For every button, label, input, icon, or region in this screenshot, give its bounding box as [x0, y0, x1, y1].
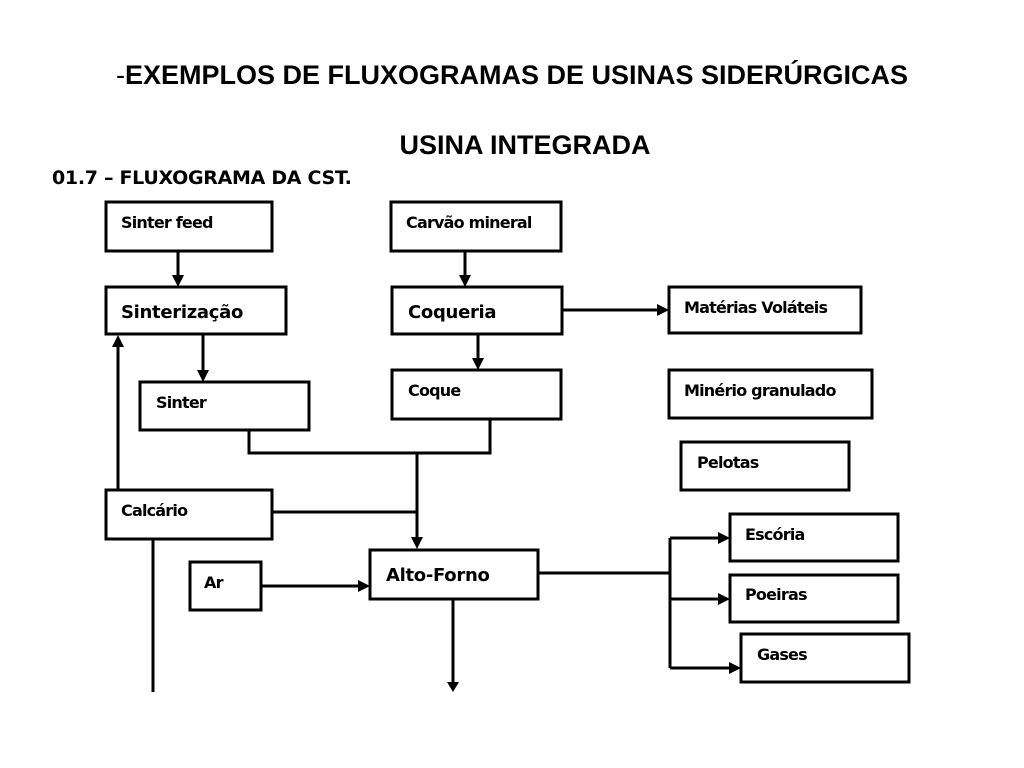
- arrowhead-gases: [729, 662, 741, 674]
- arrowhead-alto-forno-bottom: [447, 682, 459, 692]
- arrowhead-poeiras: [718, 593, 730, 605]
- node-alto-forno-label: Alto-Forno: [386, 565, 490, 586]
- node-escoria: Escória: [728, 512, 900, 563]
- node-calcario-label: Calcário: [121, 501, 188, 520]
- node-escoria-label: Escória: [745, 525, 805, 544]
- node-sinterizacao: Sinterização: [104, 285, 288, 336]
- node-calcario: Calcário: [104, 488, 274, 541]
- arrowhead-coque: [472, 358, 484, 370]
- node-sinterizacao-label: Sinterização: [121, 302, 243, 323]
- node-coque: Coque: [390, 368, 563, 421]
- title-dash: -: [115, 60, 125, 90]
- title-text: EXEMPLOS DE FLUXOGRAMAS DE USINAS SIDERÚ…: [124, 60, 909, 90]
- slide-subtitle: USINA INTEGRADA: [399, 130, 651, 160]
- flowchart-edges: [112, 251, 741, 692]
- node-minerio-granulado: Minério granulado: [667, 368, 874, 420]
- node-pelotas-label: Pelotas: [697, 453, 759, 472]
- node-materias-volateis-label: Matérias Voláteis: [684, 298, 827, 317]
- edge-sinter-coque-merge: [247, 420, 492, 455]
- node-materias-volateis: Matérias Voláteis: [667, 285, 863, 335]
- arrowhead-sinterizacao-from-calcario: [112, 335, 124, 347]
- arrowhead-sinterizacao-from-sinter-feed: [172, 275, 184, 287]
- arrowhead-sinter: [197, 370, 209, 382]
- arrowhead-escoria: [718, 532, 730, 544]
- node-pelotas: Pelotas: [679, 440, 851, 492]
- arrowhead-alto-forno-left: [358, 580, 370, 592]
- node-minerio-granulado-label: Minério granulado: [684, 381, 836, 400]
- node-ar-label: Ar: [204, 573, 224, 592]
- node-carvao-mineral: Carvão mineral: [389, 200, 563, 253]
- node-coqueria-label: Coqueria: [408, 302, 496, 323]
- node-poeiras-label: Poeiras: [745, 585, 807, 604]
- node-sinter-label: Sinter: [156, 393, 207, 412]
- node-ar: Ar: [188, 560, 263, 612]
- arrowhead-alto-forno-top: [411, 537, 423, 549]
- node-poeiras: Poeiras: [728, 573, 900, 624]
- node-coque-label: Coque: [408, 381, 461, 400]
- node-alto-forno: Alto-Forno: [368, 548, 540, 601]
- arrowhead-coqueria-from-carvao: [459, 275, 471, 287]
- node-coqueria: Coqueria: [390, 285, 564, 336]
- node-carvao-mineral-label: Carvão mineral: [406, 213, 532, 232]
- node-gases: Gases: [739, 632, 911, 684]
- node-sinter-feed-label: Sinter feed: [121, 213, 213, 232]
- node-sinter-feed: Sinter feed: [104, 200, 274, 253]
- node-gases-label: Gases: [757, 645, 807, 664]
- slide-title: -EXEMPLOS DE FLUXOGRAMAS DE USINAS SIDER…: [0, 58, 1024, 92]
- node-sinter: Sinter: [138, 380, 311, 432]
- arrowhead-materias-volateis: [657, 304, 669, 316]
- figure-caption: 01.7 – FLUXOGRAMA DA CST.: [52, 167, 352, 189]
